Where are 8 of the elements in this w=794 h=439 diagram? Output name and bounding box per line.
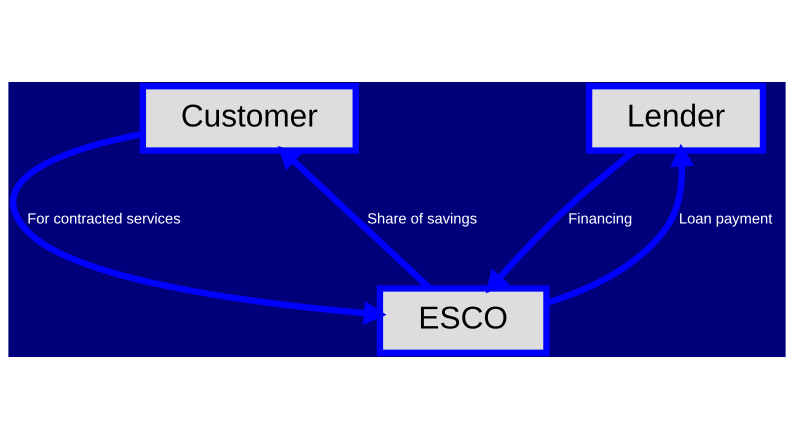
edge-label: Share of savings bbox=[367, 211, 478, 228]
arrow bbox=[10, 130, 387, 325]
edge-label: For contracted services bbox=[27, 211, 181, 228]
edge-label: Financing bbox=[568, 211, 632, 228]
node-box: Customer bbox=[140, 83, 359, 154]
node-box: ESCO bbox=[376, 285, 550, 356]
node-box: Lender bbox=[586, 83, 766, 154]
edge-label: Loan payment bbox=[678, 211, 772, 228]
